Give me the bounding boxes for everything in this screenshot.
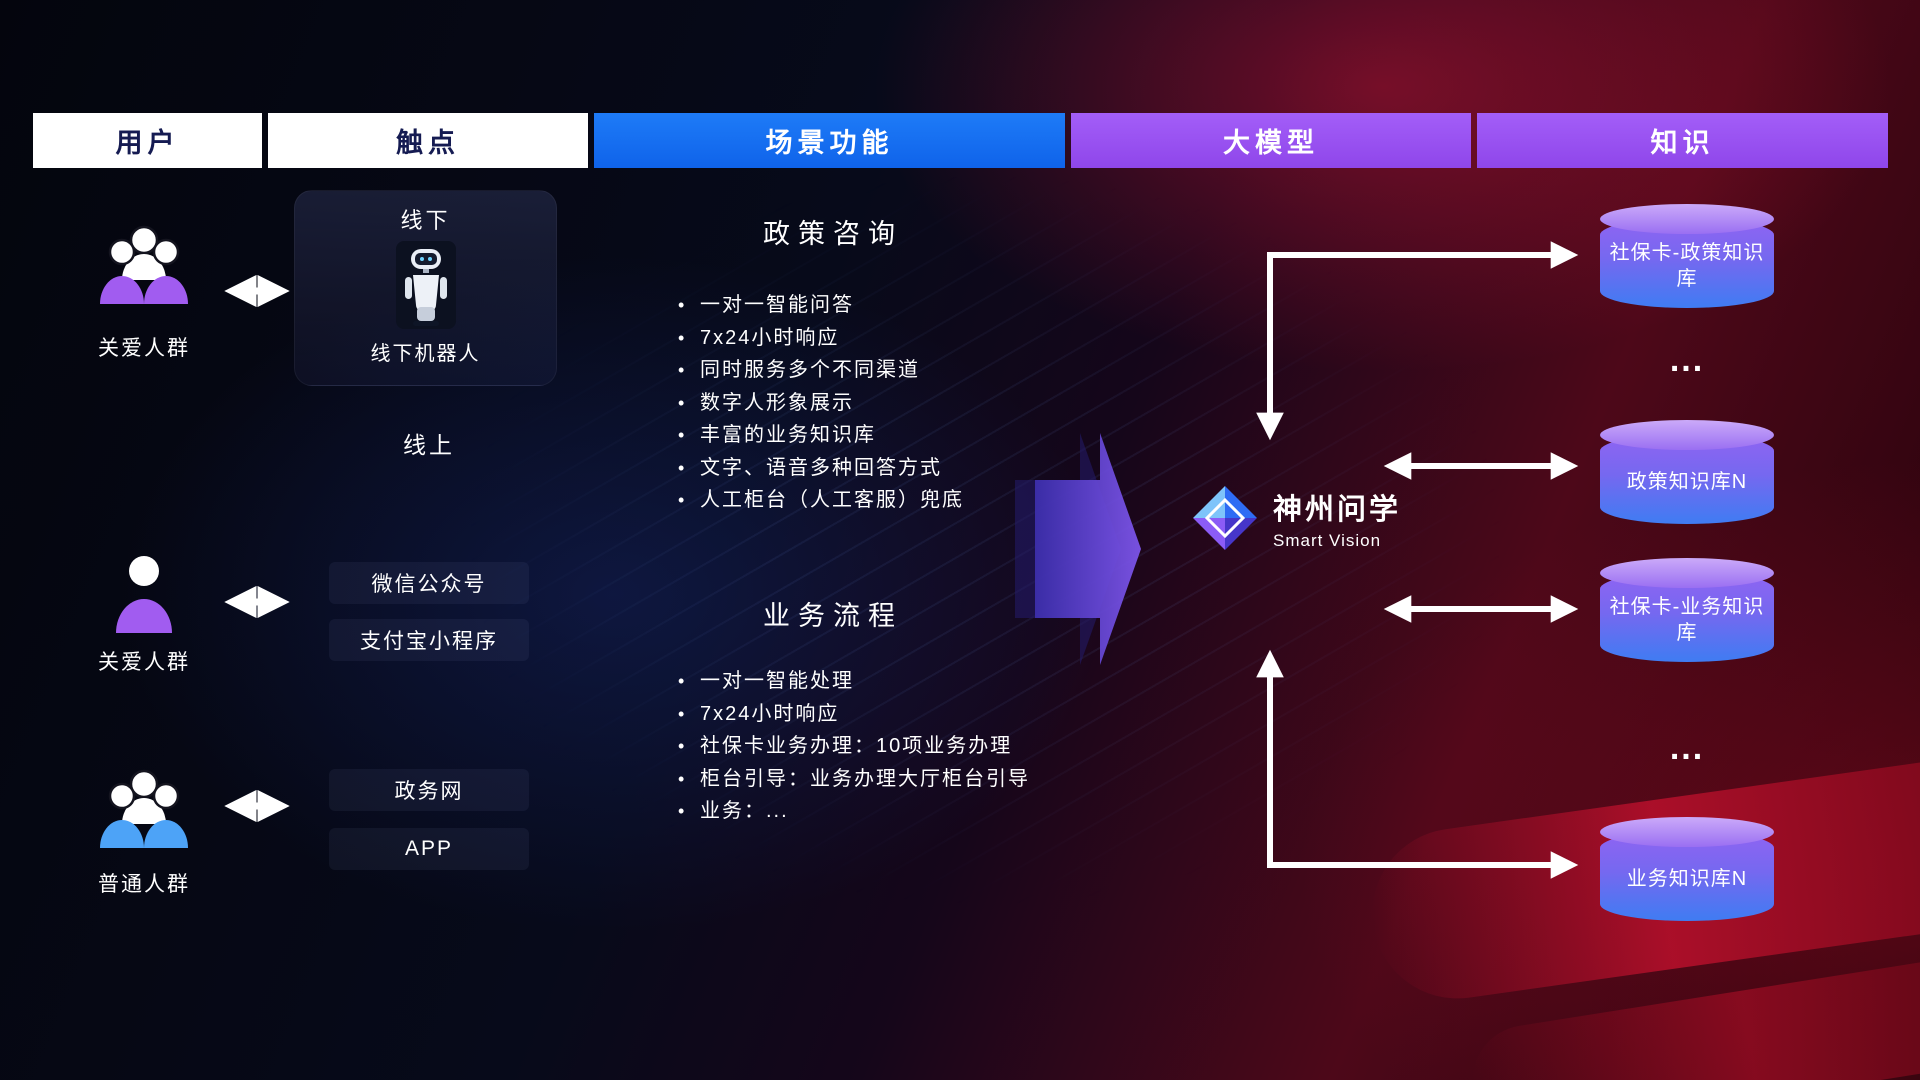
database-cylinder-top (1600, 558, 1774, 588)
scene-bullet: 数字人形象展示 (676, 387, 964, 420)
user-label: 关爱人群 (98, 337, 190, 360)
knowledge-db-policy-n: 政策知识库N (1600, 420, 1774, 524)
offline-touchpoint-card: 线下 线下机器人 (294, 190, 557, 386)
model-name: 神州问学 (1273, 493, 1402, 526)
person-icon (116, 556, 172, 633)
touchpoint-govweb: 政务网 (329, 769, 529, 811)
header-model: 大模型 (1071, 113, 1471, 168)
right-arrow-icon (1015, 433, 1141, 665)
touchpoint-alipay: 支付宝小程序 (329, 619, 529, 661)
scene-bullet: 人工柜台（人工客服）兜底 (676, 484, 964, 517)
touchpoint-app: APP (329, 828, 529, 870)
knowledge-db-business-sscard: 社保卡-业务知识库 (1600, 558, 1774, 662)
scene-bullet: 社保卡业务办理：10项业务办理 (676, 730, 1030, 763)
online-title: 线上 (403, 432, 455, 458)
robot-icon (395, 241, 456, 329)
model-subtitle: Smart Vision (1273, 530, 1382, 550)
header-knowledge: 知识 (1477, 113, 1888, 168)
scene-title-business: 业务流程 (763, 601, 903, 631)
scene-bullet: 一对一智能处理 (676, 665, 1030, 698)
knowledge-ellipsis: ... (1669, 341, 1705, 379)
group-people-icon (100, 225, 188, 304)
group-people-icon (100, 769, 188, 848)
scene-bullet: 一对一智能问答 (676, 289, 964, 322)
header-users: 用户 (33, 113, 262, 168)
knowledge-db-label: 社保卡-业务知识库 (1609, 596, 1765, 644)
model-logo-block: 神州问学 Smart Vision (1189, 482, 1401, 554)
scene-title-policy: 政策咨询 (763, 219, 903, 249)
knowledge-db-label: 业务知识库N (1626, 868, 1748, 890)
scene-list-policy: 一对一智能问答 7x24小时响应 同时服务多个不同渠道 数字人形象展示 丰富的业… (676, 289, 964, 517)
knowledge-db-label: 社保卡-政策知识库 (1609, 242, 1765, 290)
user-label: 普通人群 (98, 873, 190, 896)
knowledge-db-label: 政策知识库N (1626, 471, 1748, 493)
scene-bullet: 文字、语音多种回答方式 (676, 452, 964, 485)
scene-bullet: 同时服务多个不同渠道 (676, 354, 964, 387)
scene-bullet: 7x24小时响应 (676, 322, 964, 355)
offline-caption: 线下机器人 (370, 343, 481, 365)
scene-list-business: 一对一智能处理 7x24小时响应 社保卡业务办理：10项业务办理 柜台引导：业务… (676, 665, 1030, 828)
diamond-logo-icon (1193, 486, 1257, 550)
scene-bullet: 7x24小时响应 (676, 698, 1030, 731)
database-cylinder-top (1600, 204, 1774, 234)
knowledge-ellipsis: ... (1669, 729, 1705, 767)
offline-title: 线下 (400, 208, 451, 233)
scene-bullet: 柜台引导：业务办理大厅柜台引导 (676, 763, 1030, 796)
header-touchpoint: 触点 (268, 113, 588, 168)
scene-bullet: 丰富的业务知识库 (676, 419, 964, 452)
knowledge-db-business-n: 业务知识库N (1600, 817, 1774, 921)
database-cylinder-top (1600, 817, 1774, 847)
user-label: 关爱人群 (98, 651, 190, 674)
header-scene: 场景功能 (594, 113, 1065, 168)
scene-bullet: 业务：... (676, 795, 1030, 828)
database-cylinder-top (1600, 420, 1774, 450)
touchpoint-wechat: 微信公众号 (329, 562, 529, 604)
knowledge-db-policy-sscard: 社保卡-政策知识库 (1600, 204, 1774, 308)
